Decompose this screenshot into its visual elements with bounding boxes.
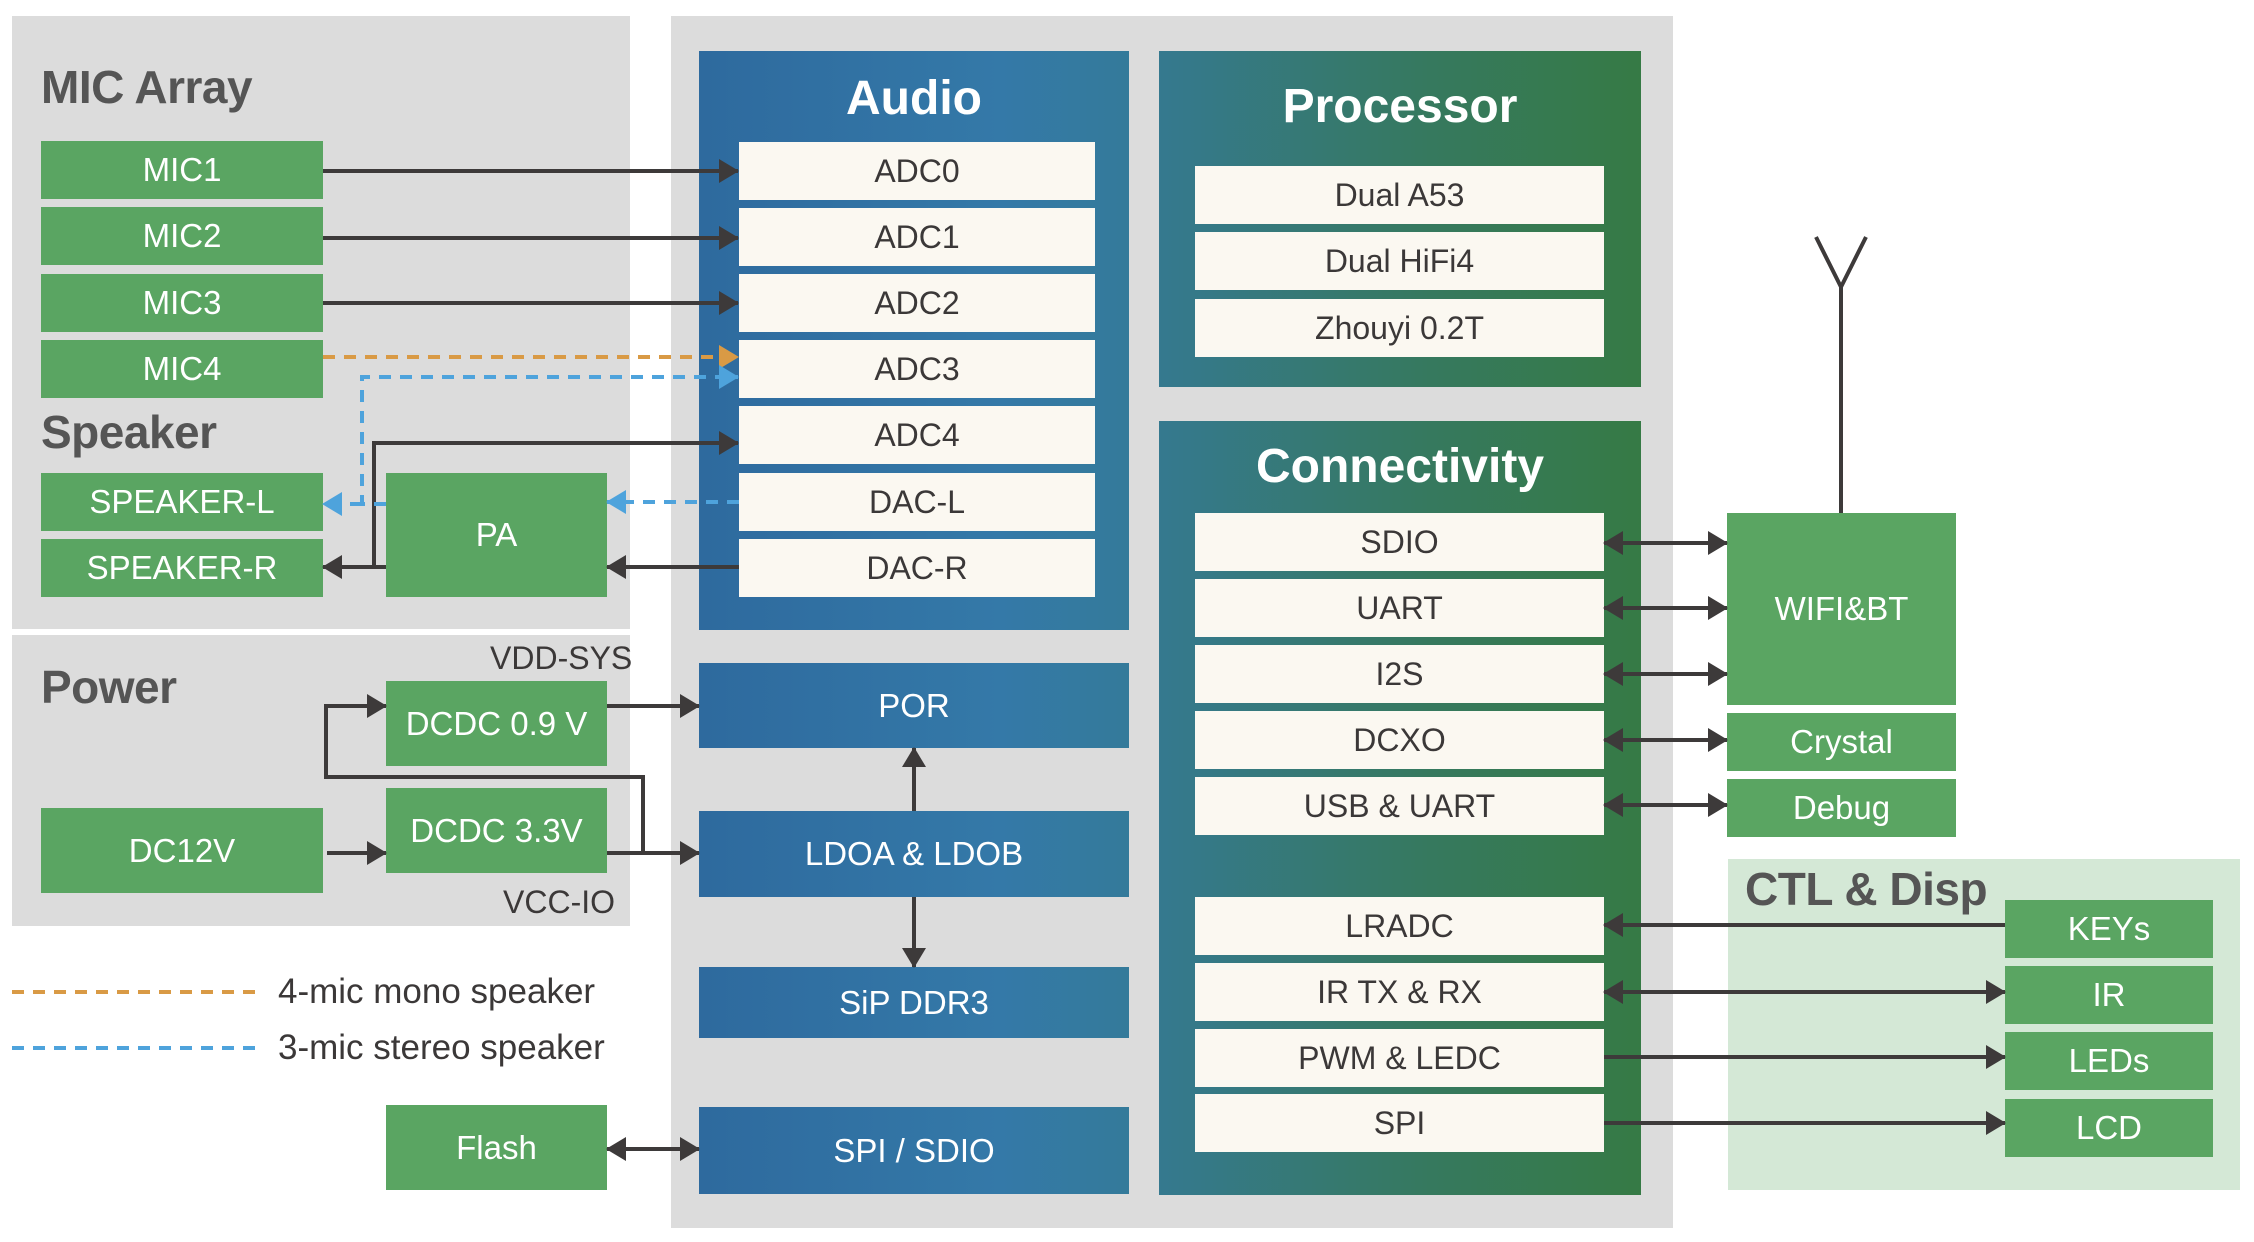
usb-uart-row: USB & UART — [1195, 777, 1604, 835]
crystal-box: Crystal — [1727, 713, 1956, 771]
vcc-io-label: VCC-IO — [503, 884, 615, 920]
legend-mono-label: 4-mic mono speaker — [278, 972, 596, 1011]
dcdc-09v-box: DCDC 0.9 V — [386, 681, 607, 766]
dac-l-row: DAC-L — [739, 473, 1095, 531]
speaker-title: Speaker — [41, 406, 217, 458]
core-row: Zhouyi 0.2T — [1195, 299, 1604, 357]
dcdc-33v-box: DCDC 3.3V — [386, 788, 607, 873]
ir-box: IR — [2005, 966, 2213, 1024]
dcdc33-to-dcdc09-loop-wire — [324, 694, 645, 853]
lcd-box: LCD — [2005, 1099, 2213, 1157]
dc12v-box: DC12V — [41, 808, 323, 893]
spi-sdio-block: SPI / SDIO — [699, 1107, 1129, 1194]
mic1-box: MIC1 — [41, 141, 323, 199]
flash-box: Flash — [386, 1105, 607, 1190]
dcxo-row: DCXO — [1195, 711, 1604, 769]
mic3-box: MIC3 — [41, 274, 323, 332]
core-row: Dual HiFi4 — [1195, 232, 1604, 290]
adc1-row: ADC1 — [739, 208, 1095, 266]
ctl-disp-title: CTL & Disp — [1745, 863, 1988, 915]
pa-to-adc4-wire — [372, 431, 739, 569]
adc3-stereo-wire — [360, 365, 739, 506]
adc0-row: ADC0 — [739, 142, 1095, 200]
adc3-row: ADC3 — [739, 340, 1095, 398]
dac-r-row: DAC-R — [739, 539, 1095, 597]
sdio-row: SDIO — [1195, 513, 1604, 571]
debug-box: Debug — [1727, 779, 1956, 837]
antenna-icon — [1814, 236, 1868, 513]
connectivity-title: Connectivity — [1255, 440, 1545, 493]
pa-box: PA — [386, 473, 607, 597]
uart-row: UART — [1195, 579, 1604, 637]
legend-stereo-label: 3-mic stereo speaker — [278, 1028, 605, 1067]
mic-array-title: MIC Array — [41, 61, 253, 113]
leds-box: LEDs — [2005, 1032, 2213, 1090]
por-block: POR — [699, 663, 1129, 748]
adc4-row: ADC4 — [739, 406, 1095, 464]
adc2-row: ADC2 — [739, 274, 1095, 332]
speaker-r-box: SPEAKER-R — [41, 539, 323, 597]
core-row: Dual A53 — [1195, 166, 1604, 224]
keys-box: KEYs — [2005, 900, 2213, 958]
lradc-row: LRADC — [1195, 897, 1604, 955]
ir-txrx-row: IR TX & RX — [1195, 963, 1604, 1021]
mic4-box: MIC4 — [41, 340, 323, 398]
speaker-l-box: SPEAKER-L — [41, 473, 323, 531]
audio-title: Audio — [846, 72, 982, 125]
vdd-sys-label: VDD-SYS — [490, 640, 633, 676]
pwm-ledc-row: PWM & LEDC — [1195, 1029, 1604, 1087]
wifi-bt-box: WIFI&BT — [1727, 513, 1956, 705]
ldo-block: LDOA & LDOB — [699, 811, 1129, 897]
power-title: Power — [41, 661, 177, 713]
mic2-box: MIC2 — [41, 207, 323, 265]
spi-row: SPI — [1195, 1094, 1604, 1152]
processor-title: Processor — [1282, 80, 1518, 133]
ddr-block: SiP DDR3 — [699, 967, 1129, 1038]
i2s-row: I2S — [1195, 645, 1604, 703]
